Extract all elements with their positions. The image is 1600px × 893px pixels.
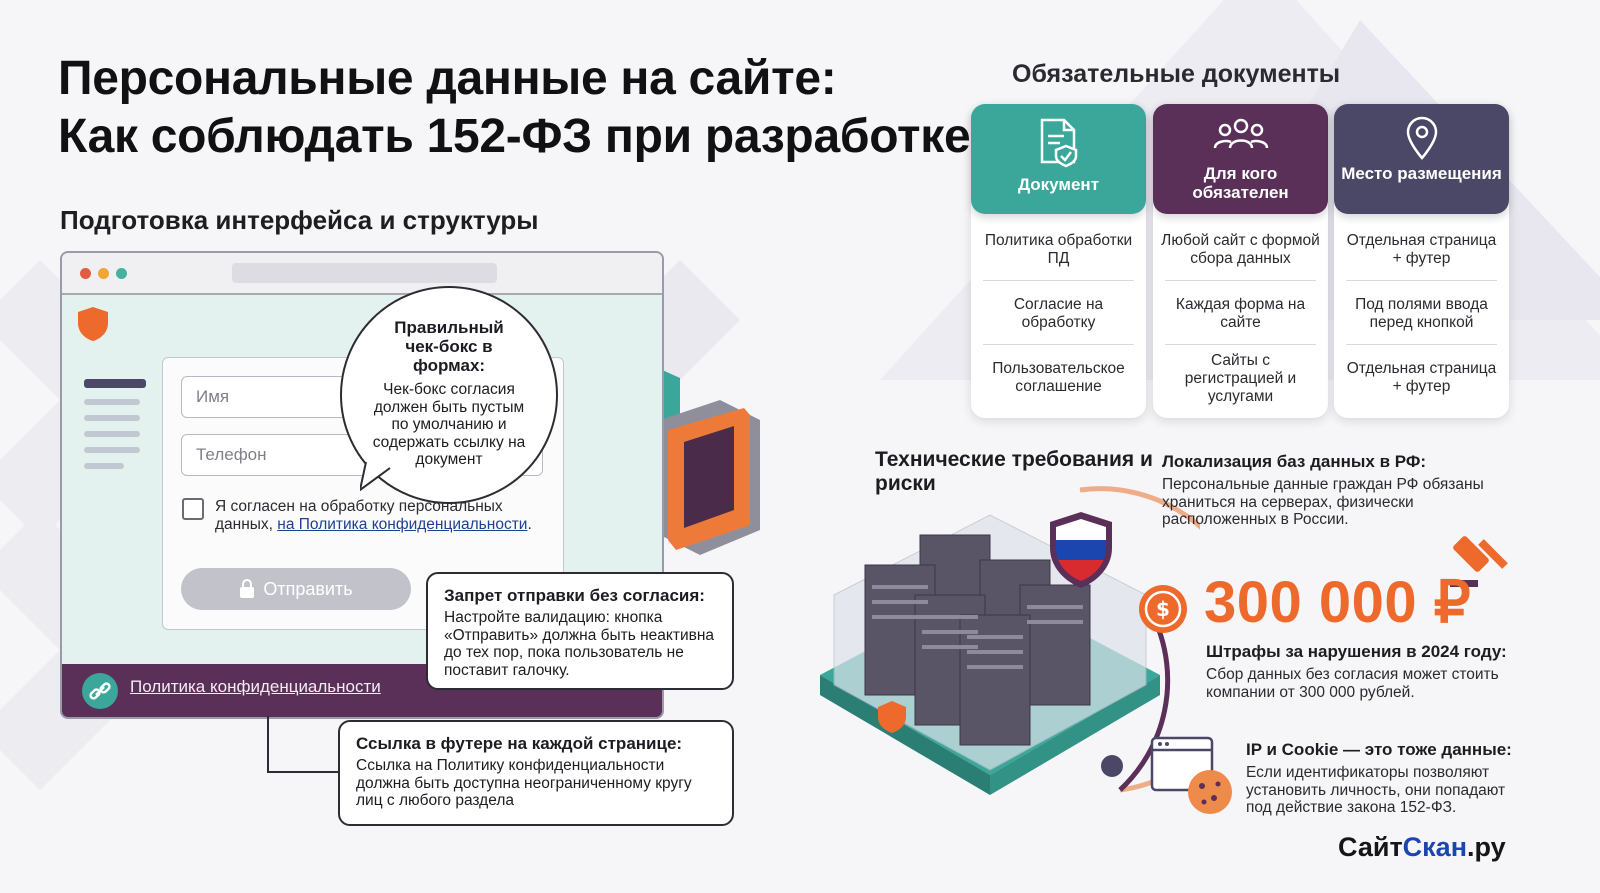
title-line-2: Как соблюдать 152-ФЗ при разработке: [58, 110, 971, 163]
column-header: Для кого обязателен: [1153, 104, 1328, 214]
bubble-title: Правильный чек-бокс в формах:: [394, 318, 504, 375]
ip-cookie-block: IP и Cookie — это тоже данные: Если иден…: [1246, 740, 1546, 817]
fines-body: Сбор данных без согласия может стоить ко…: [1206, 666, 1499, 701]
page-title: Персональные данные на сайте: Как соблюд…: [58, 50, 1038, 166]
docs-cell: Сайты с регистрацией и услугами: [1184, 352, 1297, 405]
location-pin-icon: [1406, 116, 1437, 160]
brand-part-3: .ру: [1467, 832, 1506, 862]
sidebar-item: [84, 399, 140, 405]
document-shield-icon: [1040, 118, 1077, 168]
connector-line: [267, 716, 340, 773]
cell-divider: [983, 280, 1134, 281]
cell-divider: [1165, 344, 1316, 345]
column-header: Место размещения: [1334, 104, 1509, 214]
callout-title: Ссылка в футере на каждой странице:: [356, 734, 683, 753]
browser-footer: Политика конфиденциальности: [62, 664, 662, 717]
cell-divider: [1346, 280, 1497, 281]
shield-logo-icon: [78, 307, 108, 341]
sidebar-item: [84, 431, 140, 437]
cookie-browser-icon: [1150, 736, 1232, 814]
sidebar-item: [84, 447, 140, 453]
column-header-label: Документ: [1017, 175, 1100, 194]
section-title-documents: Обязательные документы: [1012, 60, 1341, 88]
localization-block: Локализация баз данных в РФ: Персональны…: [1162, 452, 1562, 529]
fines-block: Штрафы за нарушения в 2024 году: Сбор да…: [1206, 642, 1556, 701]
browser-toolbar: [62, 253, 662, 295]
cell-divider: [983, 344, 1134, 345]
fines-title: Штрафы за нарушения в 2024 году:: [1206, 642, 1507, 661]
ruble-coin-icon: $: [1139, 585, 1187, 633]
sidebar-item: [84, 379, 146, 388]
cell-divider: [1165, 280, 1316, 281]
fine-amount: 300 000 ₽: [1204, 570, 1472, 635]
bubble-tail: [360, 462, 391, 492]
consent-label: Я согласен на обработку персональных дан…: [215, 498, 545, 534]
column-header-label: Место размещения: [1341, 164, 1502, 183]
address-bar[interactable]: [232, 263, 497, 283]
docs-cell: Согласие на обработку: [1013, 296, 1104, 331]
tech-section-title: Технические требования и риски: [875, 448, 1153, 495]
sidebar-item: [84, 415, 140, 421]
brand-part-2: Скан: [1402, 832, 1468, 862]
lock-icon: [240, 579, 255, 598]
docs-cell: Отдельная страница + футер: [1346, 360, 1497, 395]
localization-body: Персональные данные граждан РФ обязаны х…: [1162, 476, 1484, 528]
ip-cookie-body: Если идентификаторы позволяют установить…: [1246, 764, 1506, 816]
footer-link-callout: Ссылка в футере на каждой странице: Ссыл…: [338, 720, 734, 826]
consent-end: .: [527, 516, 532, 533]
submit-label: Отправить: [263, 578, 353, 599]
docs-column-document: Документ Политика обработки ПД Согласие …: [971, 104, 1146, 418]
gavel-icon: [1450, 536, 1508, 587]
column-header: Документ: [971, 104, 1146, 214]
docs-cell: Отдельная страница + футер: [1346, 232, 1497, 267]
docs-cell: Политика обработки ПД: [984, 232, 1133, 267]
docs-cell: Пользовательское соглашение: [992, 360, 1125, 395]
brand-logo: СайтСкан.ру: [1338, 832, 1506, 863]
section-title-interface: Подготовка интерфейса и структуры: [60, 205, 539, 235]
docs-column-placement: Место размещения Отдельная страница + фу…: [1334, 104, 1509, 418]
svg-text:$: $: [1156, 597, 1170, 621]
submit-validation-callout: Запрет отправки без согласия: Настройте …: [426, 572, 734, 690]
minimize-dot-icon: [98, 268, 109, 279]
link-icon: [82, 673, 118, 709]
brand-part-1: Сайт: [1338, 832, 1403, 862]
docs-cell: Каждая форма на сайте: [1175, 296, 1306, 331]
submit-button[interactable]: Отправить: [181, 568, 411, 610]
russia-shield-icon: [1050, 512, 1112, 588]
docs-column-required-for: Для кого обязателен Любой сайт с формой …: [1153, 104, 1328, 418]
close-dot-icon: [80, 268, 91, 279]
callout-body: Ссылка на Политику конфиденциальности до…: [356, 757, 692, 809]
maximize-dot-icon: [116, 268, 127, 279]
title-line-1: Персональные данные на сайте:: [58, 52, 837, 105]
ip-cookie-title: IP и Cookie — это тоже данные:: [1246, 740, 1512, 759]
callout-title: Запрет отправки без согласия:: [444, 586, 705, 605]
cell-divider: [1346, 344, 1497, 345]
privacy-policy-link[interactable]: на Политика конфиденциальности: [277, 516, 528, 533]
users-icon: [1213, 118, 1268, 149]
sidebar-item: [84, 463, 124, 469]
bubble-body: Чек-бокс согласия должен быть пустым по …: [372, 381, 526, 468]
localization-title: Локализация баз данных в РФ:: [1162, 452, 1427, 471]
consent-checkbox[interactable]: [182, 498, 204, 520]
column-header-label: Для кого обязателен: [1192, 164, 1289, 202]
footer-privacy-link[interactable]: Политика конфиденциальности: [130, 677, 381, 696]
docs-cell: Под полями ввода перед кнопкой: [1355, 296, 1488, 331]
docs-cell: Любой сайт с формой сбора данных: [1161, 232, 1320, 267]
callout-body: Настройте валидацию: кнопка «Отправить» …: [444, 609, 715, 679]
